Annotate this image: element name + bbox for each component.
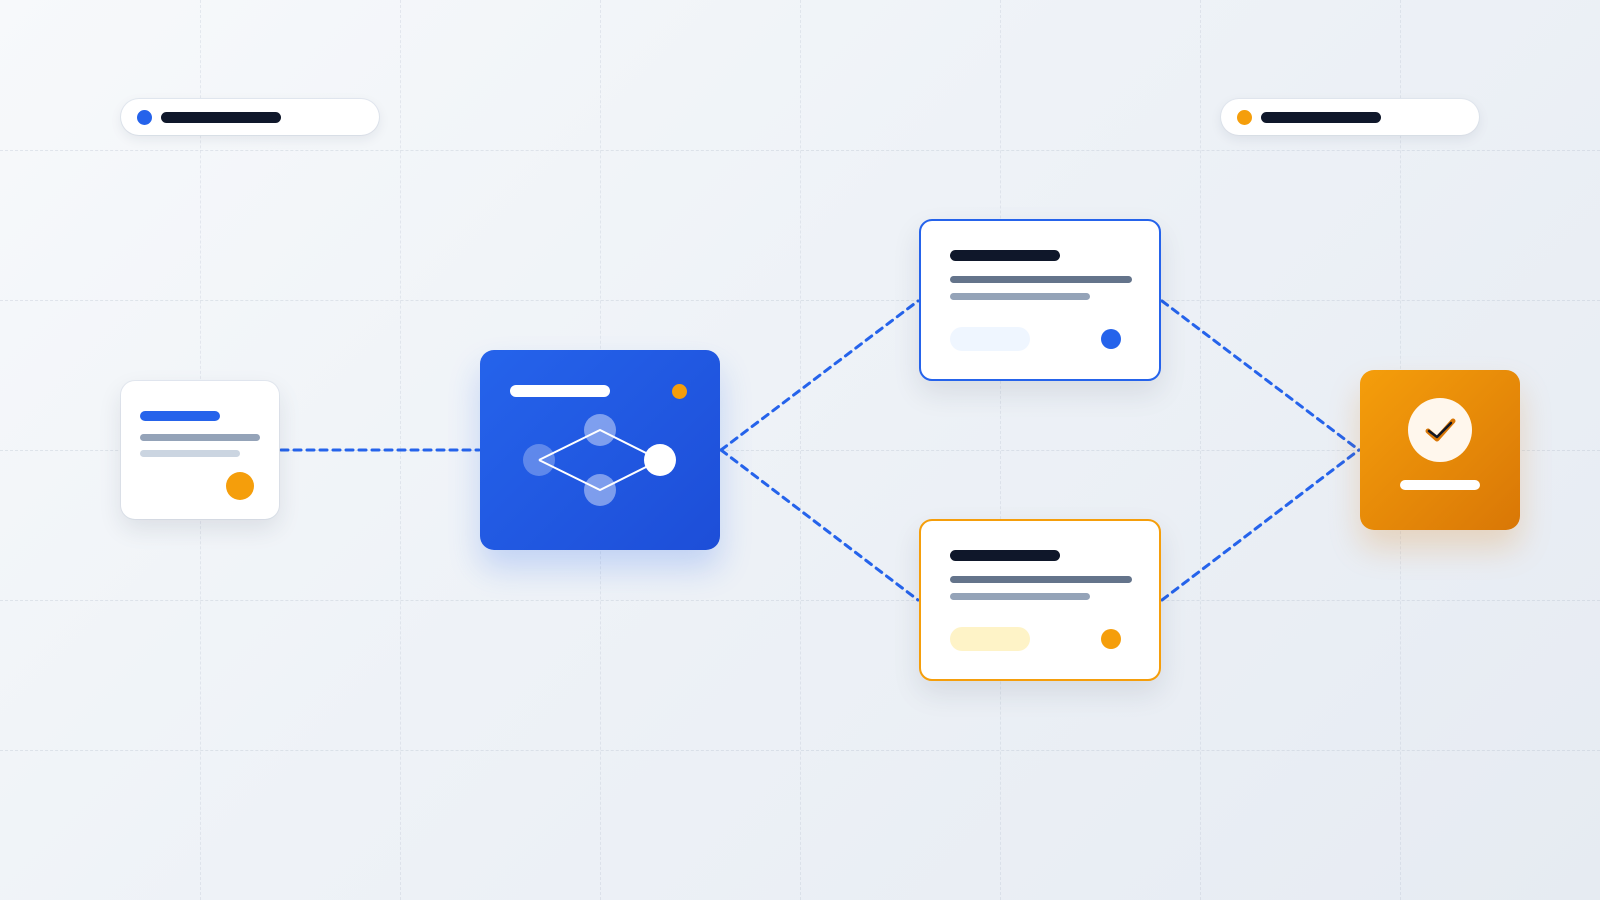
grid-line: [0, 450, 1600, 451]
source-status-indicator: [226, 472, 254, 500]
grid-line: [1000, 0, 1001, 900]
flow-node: [584, 414, 616, 446]
connector-bottom-target: [1160, 448, 1361, 602]
branch-title-placeholder: [950, 550, 1060, 561]
source-card[interactable]: [121, 381, 279, 519]
branch-line-placeholder: [950, 593, 1090, 600]
legend-dot-left: [137, 110, 152, 125]
flow-node: [644, 444, 676, 476]
source-title-placeholder: [140, 411, 220, 421]
hub-title-placeholder: [510, 385, 610, 397]
checkmark-icon: [1425, 418, 1456, 442]
branch-line-placeholder: [950, 576, 1132, 583]
branch-chip: [950, 627, 1030, 651]
grid-line: [1200, 0, 1201, 900]
branching-flow-icon: [523, 414, 676, 506]
legend-label-placeholder: [161, 112, 281, 123]
connector-top-target: [1160, 299, 1361, 452]
hub-status-dot: [672, 384, 687, 399]
branch-card-bottom[interactable]: [919, 519, 1161, 681]
legend-dot-right: [1237, 110, 1252, 125]
branch-card-top[interactable]: [919, 219, 1161, 381]
connector-hub-top: [719, 299, 920, 452]
grid-line: [0, 150, 1600, 151]
legend-label-placeholder: [1261, 112, 1381, 123]
grid-line: [800, 0, 801, 900]
connector-hub-bottom: [719, 448, 920, 602]
source-line-placeholder: [140, 450, 240, 457]
flow-node: [584, 474, 616, 506]
hub-node[interactable]: [480, 350, 720, 550]
source-line-placeholder: [140, 434, 260, 441]
target-node[interactable]: [1360, 370, 1520, 530]
branch-title-placeholder: [950, 250, 1060, 261]
legend-pill-left: [121, 99, 379, 135]
branch-chip: [950, 327, 1030, 351]
branch-line-placeholder: [950, 293, 1090, 300]
grid-line: [0, 750, 1600, 751]
branch-status-dot: [1101, 629, 1121, 649]
flow-node: [523, 444, 555, 476]
grid-line: [0, 600, 1600, 601]
branch-status-dot: [1101, 329, 1121, 349]
grid-line: [0, 300, 1600, 301]
legend-pill-right: [1221, 99, 1479, 135]
branch-line-placeholder: [950, 276, 1132, 283]
target-label-placeholder: [1400, 480, 1480, 490]
checkmark-badge: [1408, 398, 1472, 462]
